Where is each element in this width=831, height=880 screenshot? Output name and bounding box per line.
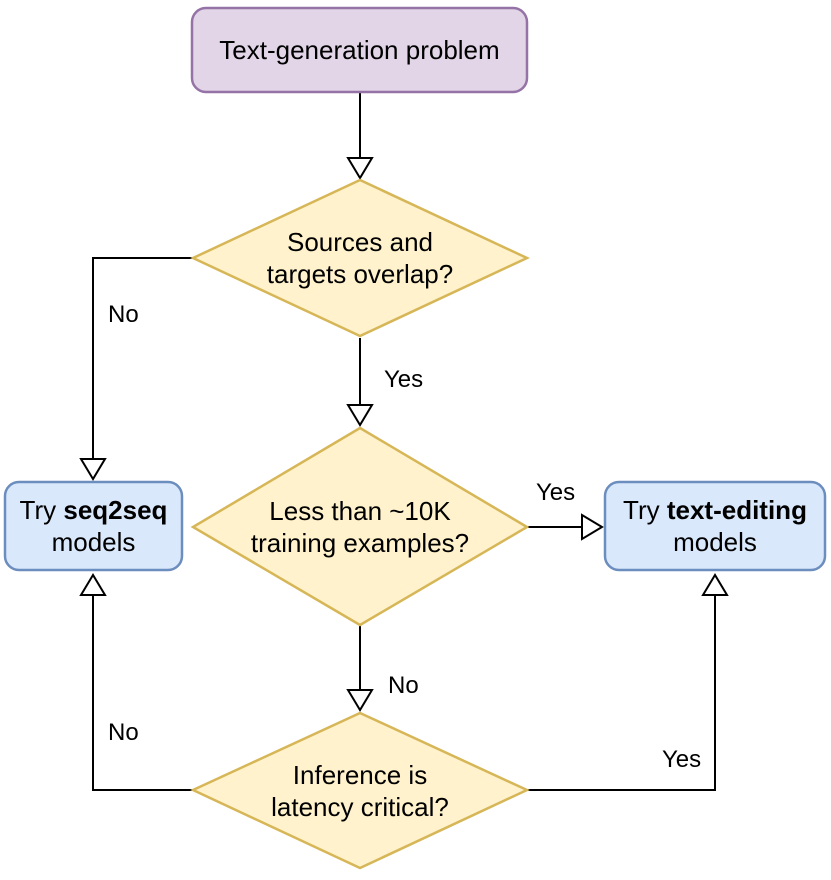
edge-lines	[92, 92, 716, 791]
start-node	[190, 6, 529, 94]
arrowhead-overlap-yes	[346, 404, 374, 427]
arrowhead-examples-no	[346, 689, 374, 712]
arrowhead-start-to-overlap	[346, 157, 374, 180]
seq2seq-node	[3, 480, 184, 572]
arrowhead-latency-yes	[701, 573, 729, 596]
decision-examples-diamond	[190, 426, 530, 627]
edge-latency-no	[92, 595, 193, 791]
arrowhead-latency-no	[79, 573, 107, 596]
decision-latency-diamond	[190, 711, 530, 870]
decision-overlap-diamond	[190, 178, 530, 338]
arrowhead-overlap-no	[79, 458, 107, 481]
edge-arrowheads	[79, 157, 729, 712]
arrowhead-examples-yes	[581, 513, 604, 541]
edge-overlap-no	[92, 257, 193, 459]
edge-latency-yes	[527, 595, 716, 791]
text-editing-node	[603, 480, 827, 572]
